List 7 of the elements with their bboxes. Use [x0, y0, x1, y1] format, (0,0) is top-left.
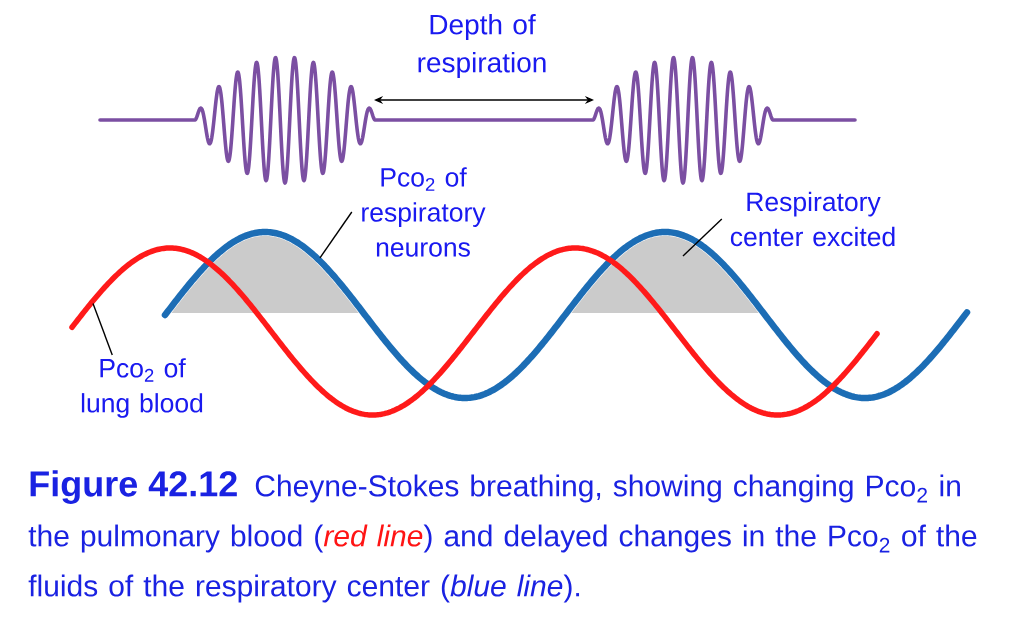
dimension-label: Depth of respiration [418, 13, 546, 79]
curve-label: Pco$_{2}$ of respiratory neurons [362, 167, 486, 257]
figure-caption: Figure 42.12 Cheyne-Stokes breathing, showing changing Pco$_{2}$ in the pulmonary blood (red line) and delayed changes in the Pco$_{2}$ of the fluids of the respiratory center (blue line). [28, 470, 977, 603]
leader-line [682, 218, 723, 257]
curve-label: Respiratory center excited [730, 191, 895, 247]
leader-line [92, 302, 113, 356]
leader-line [319, 211, 353, 259]
